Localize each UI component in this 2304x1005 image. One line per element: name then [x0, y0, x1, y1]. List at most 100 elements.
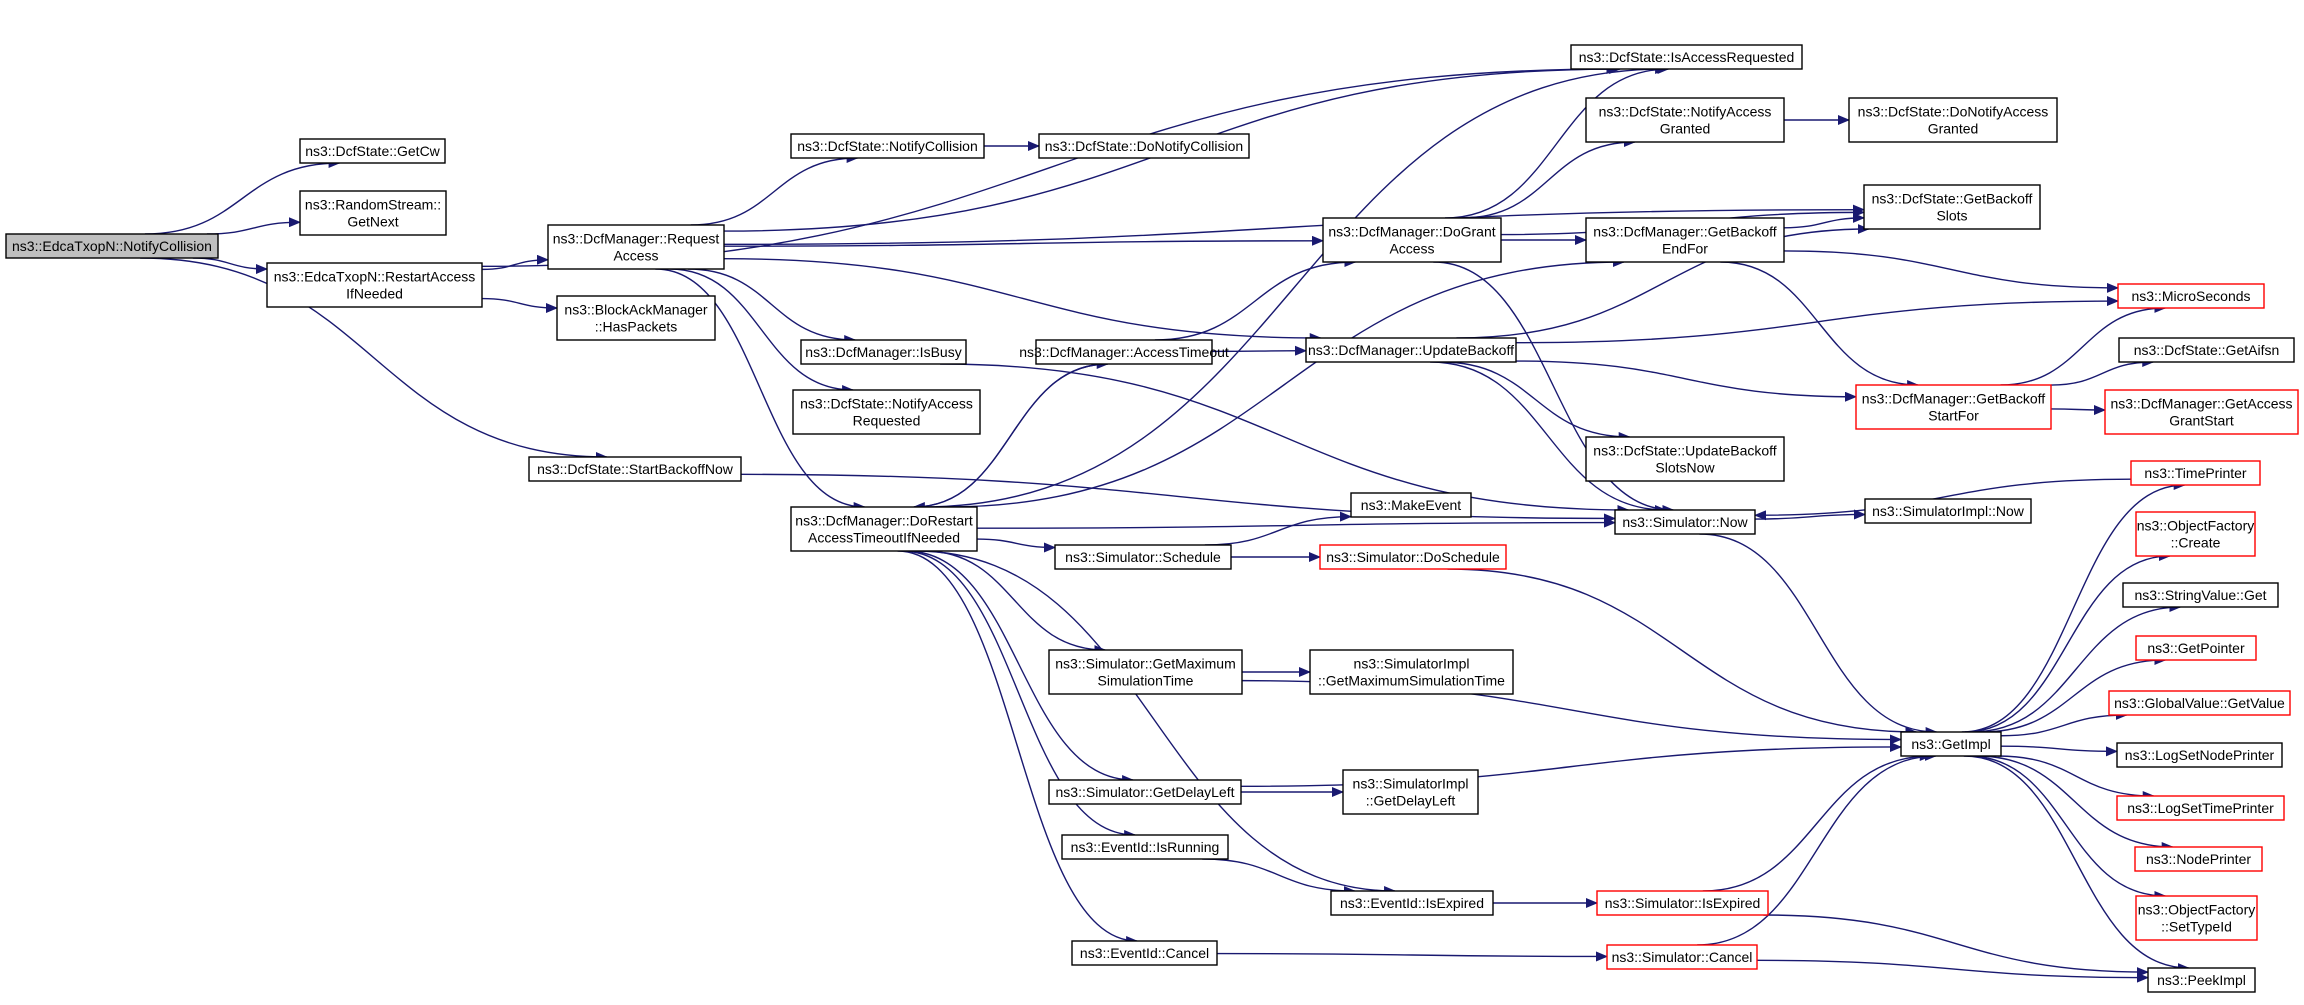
node-ns3-eventid-isexpired[interactable]: ns3::EventId::IsExpired — [1330, 890, 1494, 916]
node-label: ns3::DcfState::UpdateBackoff — [1593, 443, 1777, 459]
node-box — [1855, 384, 2052, 430]
edge-update_backoff-to-microseconds — [1515, 296, 2119, 344]
node-ns3-dcfstate-notifycollision[interactable]: ns3::DcfState::NotifyCollision — [790, 133, 985, 159]
edge-do_restart-to-get_delay_left — [905, 550, 1135, 785]
node-box — [2116, 795, 2285, 821]
edge-request_access-to-notify_collision — [690, 153, 859, 226]
node-ns3-blockackmanager-haspackets[interactable]: ns3::BlockAckManager::HasPackets — [556, 295, 716, 341]
node-box — [1848, 97, 2058, 143]
node-label: ns3::DcfState::GetBackoff — [1872, 191, 2033, 207]
node-ns3-eventid-isrunning[interactable]: ns3::EventId::IsRunning — [1061, 834, 1229, 860]
node-ns3-simulatorimpl-now[interactable]: ns3::SimulatorImpl::Now — [1864, 498, 2032, 524]
node-ns3-dcfmanager-updatebackoff[interactable]: ns3::DcfManager::UpdateBackoff — [1305, 337, 1517, 363]
node-label: ns3::MicroSeconds — [2131, 288, 2250, 304]
node-label: ns3::DcfState::GetAifsn — [2134, 342, 2280, 358]
node-box — [2122, 582, 2279, 608]
edge-request_access-to-getbackoff_slots — [723, 204, 1865, 246]
edge-edca_notify-to-start_backoff — [140, 257, 608, 462]
node-label: ns3::SimulatorImpl — [1354, 656, 1470, 672]
node-ns3-microseconds[interactable]: ns3::MicroSeconds — [2117, 283, 2265, 309]
node-ns3-dcfmanager-dorestart-accesstimeoutifneeded[interactable]: ns3::DcfManager::DoRestartAccessTimeoutI… — [790, 506, 978, 552]
node-label: Access — [1389, 241, 1434, 257]
node-ns3-peekimpl[interactable]: ns3::PeekImpl — [2147, 967, 2256, 993]
node-ns3-globalvalue-getvalue[interactable]: ns3::GlobalValue::GetValue — [2108, 690, 2291, 716]
node-ns3-getpointer[interactable]: ns3::GetPointer — [2135, 635, 2257, 661]
node-ns3-objectfactory-create[interactable]: ns3::ObjectFactory::Create — [2135, 511, 2256, 557]
node-label: ns3::Simulator::GetDelayLeft — [1056, 784, 1235, 800]
node-ns3-simulator-now[interactable]: ns3::Simulator::Now — [1614, 509, 1756, 535]
node-label: ns3::DcfManager::IsBusy — [805, 344, 961, 360]
node-ns3-simulator-cancel[interactable]: ns3::Simulator::Cancel — [1606, 944, 1758, 970]
node-box — [299, 190, 447, 236]
node-ns3-simulatorimpl-getmaximumsimulationtime[interactable]: ns3::SimulatorImpl::GetMaximumSimulation… — [1309, 649, 1514, 695]
node-ns3-timeprinter[interactable]: ns3::TimePrinter — [2130, 460, 2261, 486]
node-ns3-dcfmanager-accesstimeout[interactable]: ns3::DcfManager::AccessTimeout — [1019, 339, 1229, 365]
node-ns3-randomstream-getnext[interactable]: ns3::RandomStream::GetNext — [299, 190, 447, 236]
node-ns3-dcfstate-getaifsn[interactable]: ns3::DcfState::GetAifsn — [2118, 337, 2295, 363]
node-ns3-dcfstate-isaccessrequested[interactable]: ns3::DcfState::IsAccessRequested — [1570, 44, 1803, 70]
node-ns3-getimpl[interactable]: ns3::GetImpl — [1900, 731, 2002, 757]
edge-getimpl-to-stringvalue_get — [1971, 602, 2182, 733]
node-ns3-simulator-doschedule[interactable]: ns3::Simulator::DoSchedule — [1319, 544, 1507, 570]
edge-request_access-to-update_backoff — [723, 257, 1322, 343]
node-ns3-dcfstate-startbackoffnow[interactable]: ns3::DcfState::StartBackoffNow — [528, 456, 742, 482]
node-ns3-simulatorimpl-getdelayleft[interactable]: ns3::SimulatorImpl::GetDelayLeft — [1342, 769, 1479, 815]
edge-sim_is_expired-to-getimpl — [1702, 751, 1932, 892]
edge-request_access-to-do_grant — [723, 235, 1324, 247]
node-label: ns3::Simulator::IsExpired — [1605, 895, 1761, 911]
node-ns3-makeevent[interactable]: ns3::MakeEvent — [1350, 492, 1472, 518]
node-box — [266, 262, 483, 308]
node-ns3-logsetnodeprinter[interactable]: ns3::LogSetNodePrinter — [2116, 742, 2283, 768]
node-ns3-simulator-isexpired[interactable]: ns3::Simulator::IsExpired — [1596, 890, 1769, 916]
node-ns3-stringvalue-get[interactable]: ns3::StringValue::Get — [2122, 582, 2279, 608]
edge-update_backoff-to-sim_now — [1430, 361, 1667, 515]
node-box — [1061, 834, 1229, 860]
node-box — [1863, 184, 2041, 230]
node-box — [1319, 544, 1507, 570]
node-label: SlotsNow — [1655, 460, 1715, 476]
edge-sim_is_expired-to-peek_impl — [1763, 914, 2149, 978]
edge-restart_access-to-hasp — [481, 297, 558, 314]
node-ns3-logsettimeprinter[interactable]: ns3::LogSetTimePrinter — [2116, 795, 2285, 821]
node-label: ns3::SimulatorImpl — [1353, 776, 1469, 792]
node-ns3-edcatxopn-notifycollision[interactable]: ns3::EdcaTxopN::NotifyCollision — [5, 233, 219, 259]
node-box — [2116, 742, 2283, 768]
node-ns3-simulator-schedule[interactable]: ns3::Simulator::Schedule — [1054, 544, 1232, 570]
node-box — [790, 133, 985, 159]
node-box — [1330, 890, 1494, 916]
edge-sim_cancel-to-peek_impl — [1756, 959, 2149, 983]
node-label: ns3::DcfManager::GetBackoff — [1862, 391, 2045, 407]
node-label: ns3::ObjectFactory — [2137, 518, 2255, 534]
node-ns3-simulator-getdelayleft[interactable]: ns3::Simulator::GetDelayLeft — [1048, 779, 1242, 805]
node-label: ns3::DcfManager::AccessTimeout — [1019, 344, 1229, 360]
node-ns3-objectfactory-settypeid[interactable]: ns3::ObjectFactory::SetTypeId — [2135, 895, 2258, 941]
node-box — [1596, 890, 1769, 916]
node-box — [547, 224, 725, 270]
edge-sim_cancel-to-getimpl — [1697, 751, 1937, 946]
node-ns3-nodeprinter[interactable]: ns3::NodePrinter — [2134, 846, 2263, 872]
node-ns3-dcfstate-donotifycollision[interactable]: ns3::DcfState::DoNotifyCollision — [1038, 133, 1250, 159]
node-box — [2135, 635, 2257, 661]
node-label: GrantStart — [2169, 413, 2234, 429]
edge-getimpl-to-node_printer — [1976, 755, 2174, 852]
node-label: ns3::Simulator::Cancel — [1612, 949, 1753, 965]
node-ns3-dcfmanager-isbusy[interactable]: ns3::DcfManager::IsBusy — [800, 339, 967, 365]
node-ns3-dcfstate-getcw[interactable]: ns3::DcfState::GetCw — [299, 138, 446, 164]
node-label: ns3::DcfState::NotifyAccess — [800, 396, 973, 412]
node-label: ns3::GetPointer — [2147, 640, 2245, 656]
node-ns3-simulator-getmaximum-simulationtime[interactable]: ns3::Simulator::GetMaximumSimulationTime — [1048, 649, 1243, 695]
node-label: ns3::SimulatorImpl::Now — [1872, 503, 2025, 519]
node-ns3-eventid-cancel[interactable]: ns3::EventId::Cancel — [1071, 940, 1218, 966]
